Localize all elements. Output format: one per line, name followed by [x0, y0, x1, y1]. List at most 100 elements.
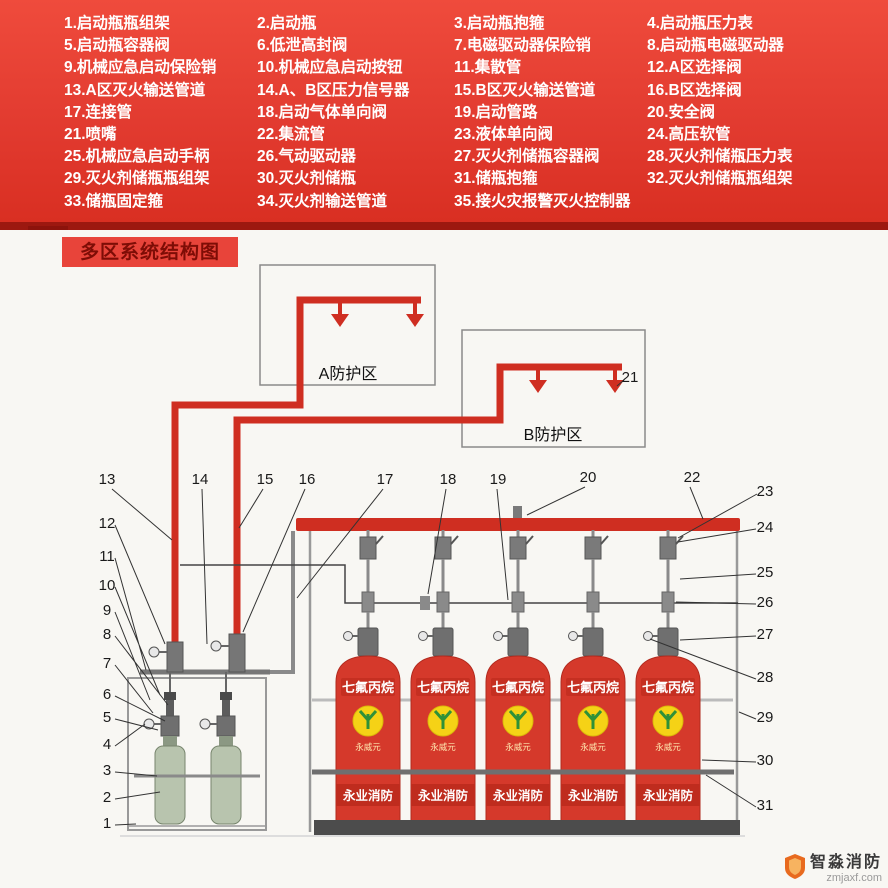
nozzle-icon [331, 314, 349, 327]
callout-label: 22 [684, 469, 701, 486]
legend-item: 8.启动瓶电磁驱动器 [647, 37, 784, 55]
legend-item: 32.灭火剂储瓶瓶组架 [647, 170, 793, 188]
legend-panel: 1.启动瓶瓶组架 2.启动瓶 3.启动瓶抱箍 4.启动瓶压力表 5.启动瓶容器阀… [0, 0, 888, 222]
callout-label: 19 [490, 471, 507, 488]
zone-b-pipe [233, 363, 622, 636]
legend-item: 11.集散管 [454, 59, 522, 77]
legend-item: 1.启动瓶瓶组架 [64, 15, 170, 32]
zone-b-label: B防护区 [524, 426, 583, 444]
legend-item: 14.A、B区压力信号器 [257, 81, 410, 99]
legend-item: 5.启动瓶容器阀 [64, 37, 170, 55]
legend-item: 9.机械应急启动保险销 [64, 59, 217, 77]
callout-label: 11 [99, 548, 115, 565]
callout-label: 14 [192, 471, 209, 488]
legend-item: 13.A区灭火输送管道 [64, 81, 206, 99]
callout-label: 8 [103, 626, 111, 643]
callout-label: 13 [99, 471, 116, 488]
nozzle-drop [338, 300, 417, 314]
legend-bottom-edge [0, 222, 888, 230]
safety-valve [513, 506, 522, 518]
legend-item: 20.安全阀 [647, 103, 716, 121]
legend-item: 34.灭火剂输送管道 [257, 192, 388, 210]
callout-label: 6 [103, 686, 111, 703]
watermark: 智淼消防 zmjaxf.com [784, 848, 882, 884]
legend-item: 2.启动瓶 [257, 15, 317, 32]
diagram-title: 多区系统结构图 [62, 237, 238, 267]
collecting-manifold-pipe [296, 518, 740, 531]
legend-item: 19.启动管路 [454, 103, 538, 121]
legend-item: 4.启动瓶压力表 [647, 15, 753, 32]
legend-item: 26.气动驱动器 [257, 148, 357, 166]
legend-item: 30.灭火剂储瓶 [257, 170, 357, 188]
legend-item: 25.机械应急启动手柄 [64, 148, 210, 166]
callout-label: 7 [103, 655, 111, 672]
callout-label: 3 [103, 762, 111, 779]
legend-item: 3.启动瓶抱箍 [454, 15, 545, 32]
system-diagram: 七氟丙烷 永威元 永业消防 A防护区 B防护区 [99, 264, 774, 837]
callout-label: 16 [299, 471, 316, 488]
agent-cylinder [634, 528, 702, 824]
legend-item: 24.高压软管 [647, 125, 731, 143]
callout-label: 26 [757, 594, 774, 611]
legend-item: 15.B区灭火输送管道 [454, 81, 596, 99]
zone-a-box [259, 264, 436, 386]
pressure-signaler-icon [210, 640, 222, 652]
pilot-check-valve [420, 596, 430, 610]
legend-item: 23.液体单向阀 [454, 125, 554, 143]
callout-label: 4 [103, 736, 111, 753]
callout-label: 30 [757, 752, 774, 769]
legend-item: 7.电磁驱动器保险销 [454, 37, 591, 55]
nozzle-icon [406, 314, 424, 327]
callout-label: 28 [757, 669, 774, 686]
nozzle-drop [536, 367, 617, 380]
callout-label: 21 [622, 369, 639, 386]
callout-label: 18 [440, 471, 457, 488]
starter-bottle-assembly [143, 671, 186, 825]
selector-valve-a [148, 641, 184, 673]
callout-label: 24 [757, 519, 774, 536]
legend-item: 21.喷嘴 [64, 125, 117, 143]
legend-item: 27.灭火剂储瓶容器阀 [454, 148, 600, 166]
watermark-shield-icon [784, 853, 805, 879]
selector-valve-b [210, 633, 246, 673]
pilot-line [180, 564, 738, 604]
callout-leader-lines [111, 379, 758, 826]
legend-item: 31.储瓶抱箍 [454, 170, 538, 188]
legend-item: 35.接火灾报警灭火控制器 [454, 192, 631, 210]
callout-label: 15 [257, 471, 274, 488]
callout-label: 2 [103, 789, 111, 806]
legend-item: 22.集流管 [257, 125, 326, 143]
legend-item: 18.启动气体单向阀 [257, 103, 388, 121]
callout-label: 17 [377, 471, 394, 488]
callout-label: 1 [103, 815, 111, 832]
callout-label: 20 [580, 469, 597, 486]
zone-a-label: A防护区 [319, 365, 378, 383]
callout-label: 9 [103, 602, 111, 619]
legend-item: 17.连接管 [64, 103, 133, 121]
legend-item: 33.储瓶固定箍 [64, 192, 164, 210]
callout-label: 23 [757, 483, 774, 500]
callout-label: 29 [757, 709, 774, 726]
agent-cylinder [559, 528, 627, 824]
starter-bottle-assembly [199, 671, 242, 825]
legend-item: 28.灭火剂储瓶压力表 [647, 148, 793, 166]
watermark-text: 智淼消防 zmjaxf.com [810, 848, 882, 884]
callout-label: 10 [99, 577, 116, 594]
callout-label: 31 [757, 797, 774, 814]
legend-item: 16.B区选择阀 [647, 81, 742, 99]
nozzle-icon [529, 380, 547, 393]
starter-frame [127, 677, 267, 831]
callout-label: 27 [757, 626, 774, 643]
agent-cylinder [409, 528, 477, 824]
zone-b-box [461, 329, 646, 448]
cylinder-base [314, 820, 740, 836]
agent-cylinder [484, 528, 552, 824]
watermark-brand: 智淼消防 [809, 854, 882, 871]
callout-label: 12 [99, 515, 116, 532]
pressure-signaler-icon [148, 646, 160, 658]
connection-pipe [268, 531, 295, 674]
legend-item: 6.低泄高封阀 [257, 37, 348, 55]
watermark-site: zmjaxf.com [826, 872, 882, 884]
callout-label: 5 [103, 709, 111, 726]
legend-item: 12.A区选择阀 [647, 59, 742, 77]
